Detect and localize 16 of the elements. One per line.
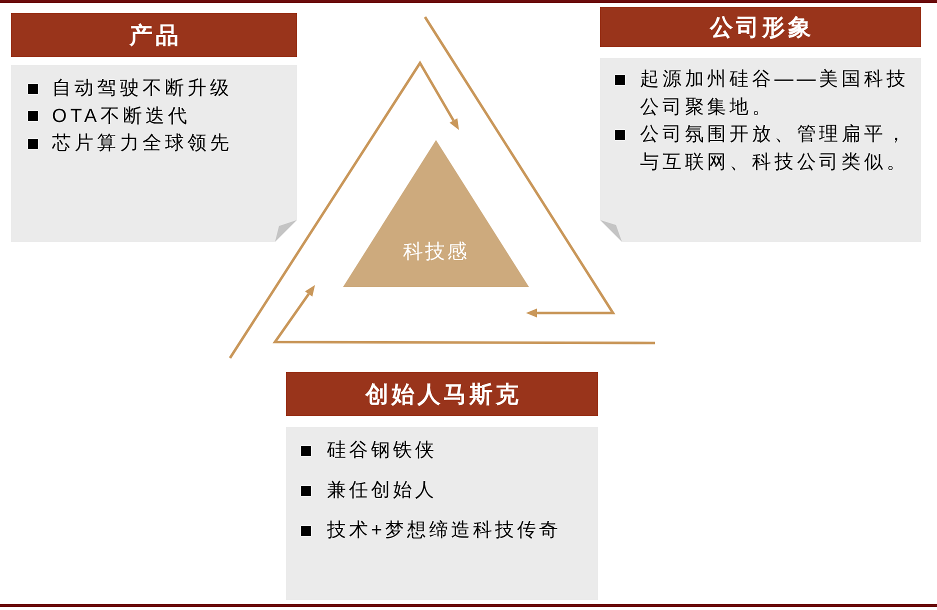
list-item-text: 芯片算力全球领先	[52, 132, 233, 156]
note-card	[11, 65, 297, 242]
note-card	[286, 427, 598, 600]
list-item-text: 公司氛围开放、管理扁平，与互联网、科技公司类似。	[640, 123, 910, 174]
list-item-text: 硅谷钢铁侠	[327, 439, 437, 463]
list-item-text: 兼任创始人	[327, 479, 437, 503]
triangle-label: 科技感	[403, 240, 469, 264]
list-item-text: 起源加州硅谷——美国科技公司聚集地。	[640, 68, 910, 120]
list-item-text: 技术+梦想缔造科技传奇	[327, 519, 562, 543]
center-triangle	[343, 140, 529, 287]
title-banner: 公司形象	[600, 7, 921, 47]
list-item-text: 自动驾驶不断升级	[52, 77, 233, 101]
title-banner: 创始人马斯克	[286, 372, 598, 416]
list-item-text: OTA不断迭代	[52, 104, 191, 128]
note-card	[600, 58, 921, 242]
title-banner: 产品	[11, 13, 297, 57]
